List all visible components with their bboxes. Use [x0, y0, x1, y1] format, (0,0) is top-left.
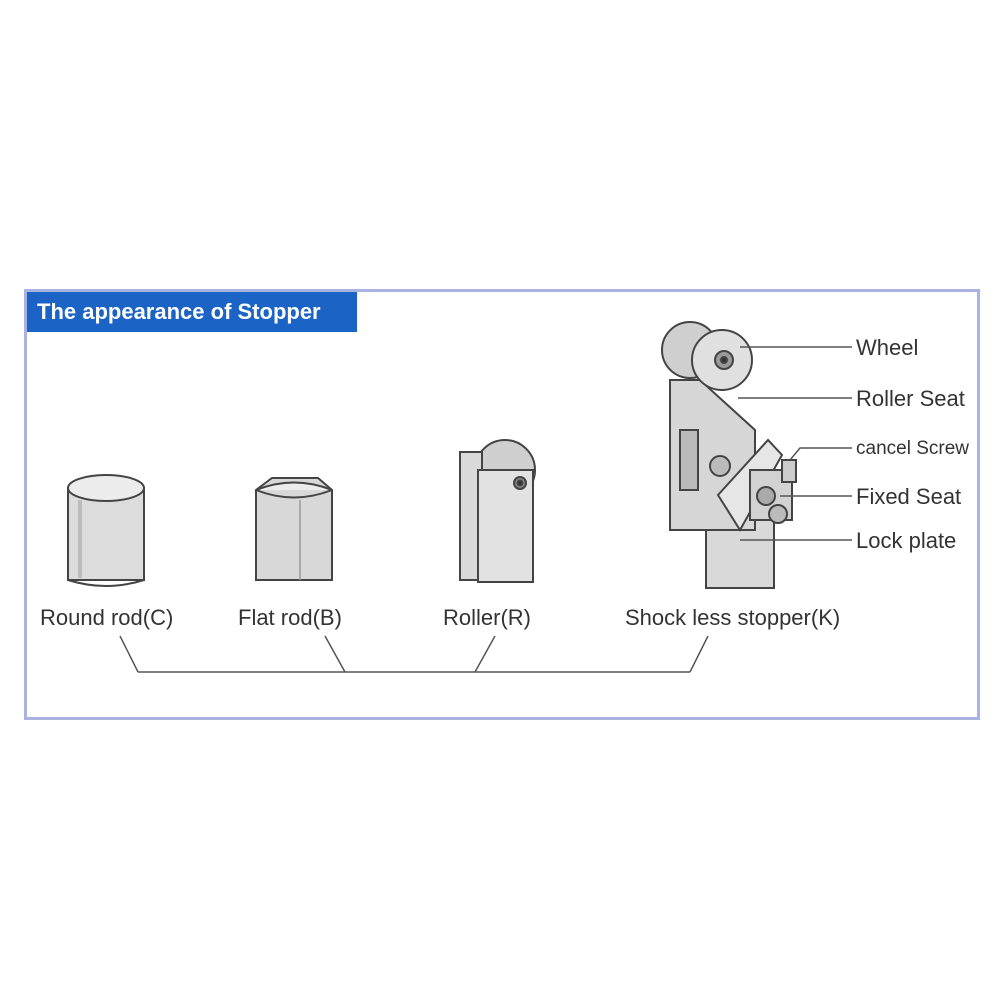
label-roller: Roller(R) — [443, 605, 531, 630]
label-shock-less-stopper: Shock less stopper(K) — [625, 605, 841, 630]
part-label-cancel-screw: cancel Screw — [856, 438, 969, 459]
part-label-fixed-seat: Fixed Seat — [856, 484, 962, 509]
part-label-roller-seat: Roller Seat — [856, 386, 965, 411]
round-rod-icon — [67, 474, 145, 587]
panel-title: The appearance of Stopper — [27, 292, 357, 332]
grouping-bracket — [119, 635, 709, 673]
flat-rod-icon — [255, 477, 333, 581]
part-label-wheel: Wheel — [856, 335, 919, 360]
roller-icon — [459, 439, 536, 583]
label-round-rod: Round rod(C) — [40, 605, 174, 630]
shock-less-stopper-icon — [661, 321, 797, 589]
part-label-lock-plate: Lock plate — [856, 528, 957, 553]
leader-lines — [738, 346, 852, 541]
label-flat-rod: Flat rod(B) — [238, 605, 342, 630]
